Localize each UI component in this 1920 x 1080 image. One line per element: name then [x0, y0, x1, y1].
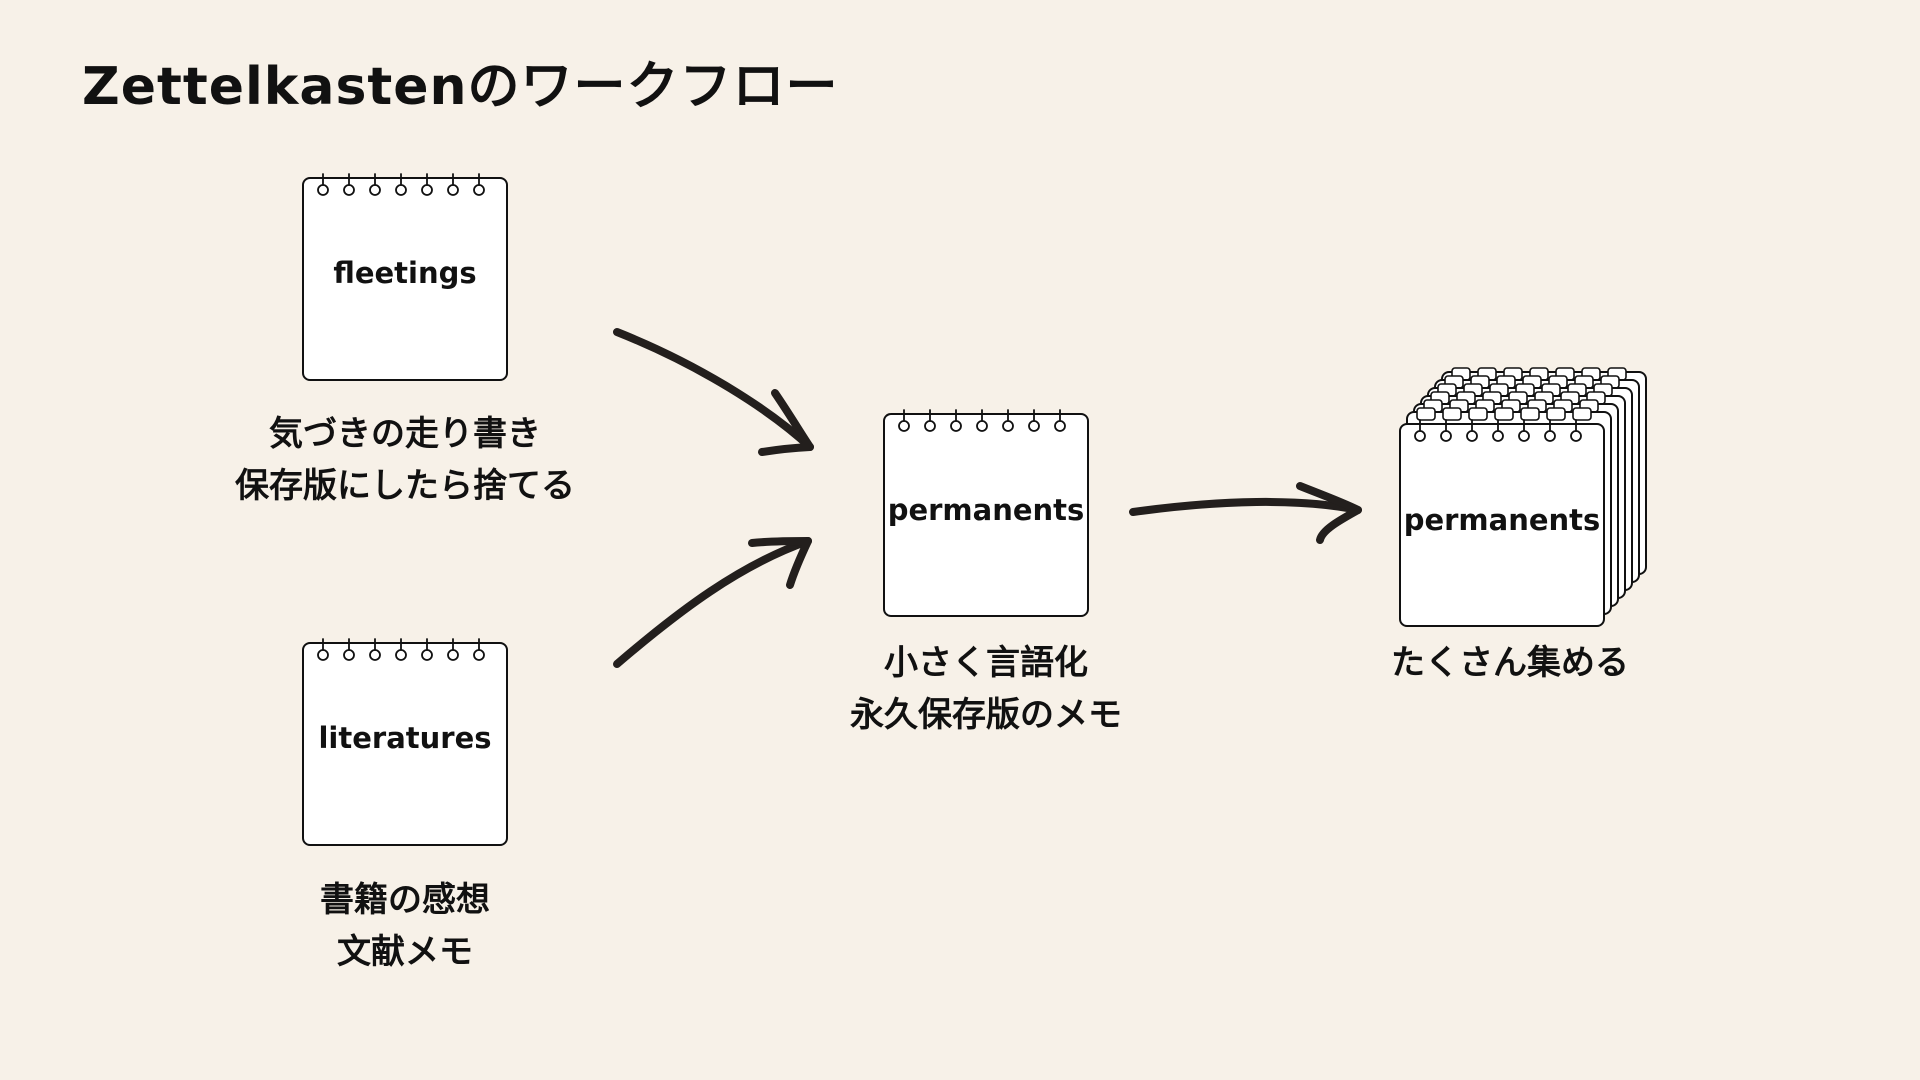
caption-literatures-line-1: 書籍の感想	[320, 880, 490, 920]
arrow-literatures-to-permanents	[613, 537, 812, 668]
caption-permanents-collection-line-1: たくさん集める	[1391, 643, 1629, 683]
caption-literatures: 書籍の感想 文献メモ	[255, 874, 555, 978]
note-label-permanents: permanents	[887, 493, 1085, 527]
caption-fleetings-line-1: 気づきの走り書き	[269, 414, 541, 454]
arrow-permanents-to-collection	[1129, 482, 1362, 544]
caption-literatures-line-2: 文献メモ	[337, 932, 473, 972]
caption-fleetings-line-2: 保存版にしたら捨てる	[235, 466, 575, 506]
caption-permanents-line-2: 永久保存版のメモ	[850, 695, 1122, 735]
caption-permanents-line-1: 小さく言語化	[884, 643, 1088, 683]
arrow-fleetings-to-permanents	[613, 328, 814, 456]
note-fleetings	[302, 173, 508, 381]
caption-fleetings: 気づきの走り書き 保存版にしたら捨てる	[185, 408, 625, 512]
note-literatures	[302, 638, 508, 846]
note-label-fleetings: fleetings	[333, 256, 477, 290]
caption-permanents: 小さく言語化 永久保存版のメモ	[816, 637, 1156, 741]
note-label-permanents-collection: permanents	[1403, 503, 1601, 537]
caption-permanents-collection: たくさん集める	[1340, 637, 1680, 689]
note-label-literatures: literatures	[318, 721, 492, 755]
note-permanents	[883, 409, 1089, 617]
note-stack-permanents	[1399, 367, 1647, 627]
page-title: Zettelkastenのワークフロー	[82, 57, 839, 117]
